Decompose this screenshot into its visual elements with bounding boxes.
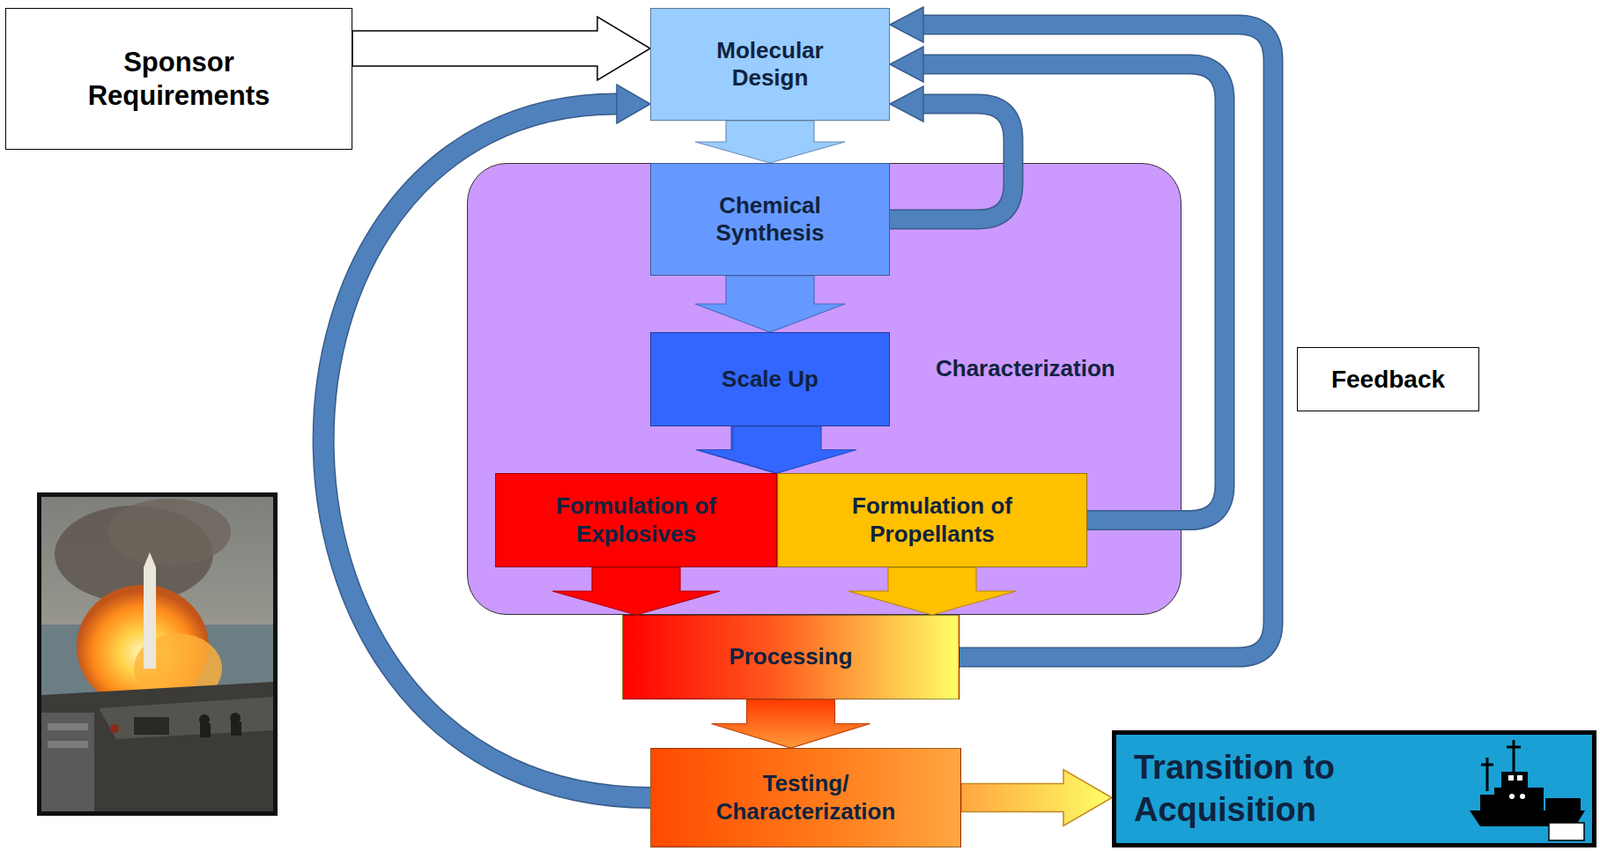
- process-box: Scale Up: [650, 332, 890, 427]
- block-arrow: [695, 275, 845, 333]
- box-label: Scale Up: [721, 365, 819, 393]
- process-box: Formulation of Propellants: [777, 473, 1088, 568]
- box-label: Transition to Acquisition: [1133, 747, 1425, 831]
- process-box: Processing: [622, 614, 960, 700]
- arrow-head: [889, 46, 924, 82]
- box-label: Formulation of Explosives: [531, 492, 741, 548]
- box-label: Sponsor Requirements: [59, 45, 299, 112]
- feedback-arrow: [889, 86, 1014, 220]
- block-arrow: [848, 567, 1016, 615]
- box-label: Testing/ Characterization: [686, 770, 926, 825]
- feedback-band: [323, 103, 651, 799]
- arrow-head: [889, 86, 924, 122]
- characterization-region: Characterization Chemical SynthesisScale …: [466, 162, 1182, 615]
- process-box: Testing/ Characterization: [650, 748, 962, 848]
- feedback-arrow: [889, 46, 1225, 521]
- region-label: Characterization: [935, 355, 1116, 383]
- process-box: Chemical Synthesis: [650, 162, 890, 276]
- missile-launch-photo: [37, 492, 278, 816]
- ship-icon: [1467, 738, 1587, 843]
- requirement-box: Sponsor Requirements: [5, 7, 353, 150]
- block-arrow: [848, 567, 1016, 615]
- block-arrow: [695, 275, 845, 333]
- box-label: Molecular Design: [686, 37, 854, 92]
- arrow-head: [616, 84, 651, 124]
- box-label: Chemical Synthesis: [686, 192, 854, 247]
- feedback-arrow: [323, 84, 651, 799]
- block-arrow: [352, 16, 651, 81]
- box-label: Formulation of Propellants: [822, 492, 1043, 548]
- block-arrow: [697, 426, 857, 474]
- block-arrow: [695, 120, 845, 163]
- block-arrow: [711, 699, 871, 749]
- block-arrow: [711, 699, 871, 749]
- block-arrow: [352, 16, 651, 81]
- feedback-band: [889, 103, 1014, 220]
- box-label: Processing: [728, 643, 852, 671]
- block-arrow: [961, 770, 1112, 827]
- feedback-box: Feedback: [1296, 347, 1480, 412]
- feedback-band-edge: [923, 64, 1225, 521]
- box-label: Feedback: [1331, 364, 1445, 395]
- block-arrow: [552, 567, 720, 615]
- block-arrow: [552, 567, 720, 615]
- region-label-holder: Characterization: [935, 355, 1116, 383]
- arrow-head: [889, 7, 924, 43]
- feedback-band-edge: [323, 103, 651, 799]
- block-arrow: [695, 120, 845, 163]
- process-box: Formulation of Explosives: [495, 473, 778, 568]
- feedback-band: [923, 64, 1225, 521]
- process-box: Molecular Design: [650, 7, 890, 121]
- outcome-box: Transition to Acquisition: [1111, 730, 1597, 848]
- block-arrow: [697, 426, 857, 474]
- block-arrow: [961, 770, 1112, 827]
- feedback-band-edge: [889, 103, 1014, 220]
